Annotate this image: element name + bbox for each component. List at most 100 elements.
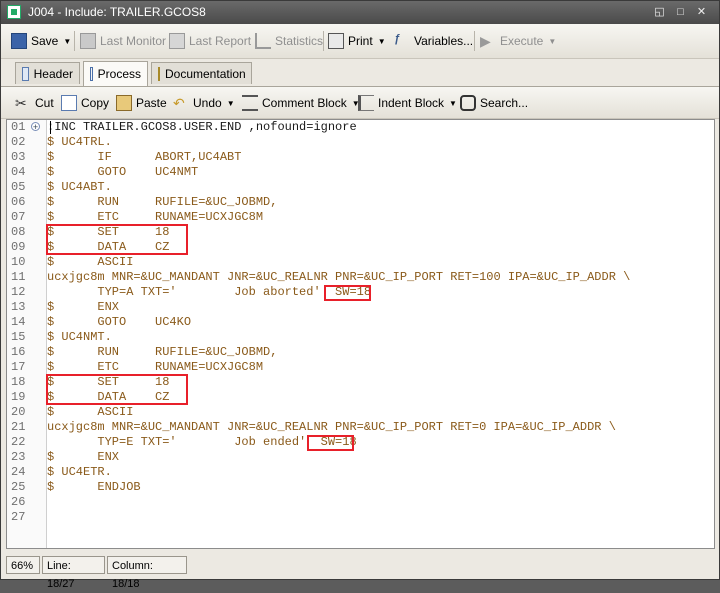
line-number: 26 [11, 495, 26, 509]
code-line[interactable]: $ UC4TRL. [47, 135, 112, 149]
save-button[interactable]: Save ▼ [11, 32, 71, 50]
undo-button[interactable]: ↶ Undo ▼ [173, 95, 235, 111]
highlight-box [46, 224, 188, 255]
play-icon: ▶ [480, 33, 491, 49]
copy-icon [61, 95, 77, 111]
statistics-button[interactable]: Statistics [255, 32, 323, 50]
indent-icon [358, 95, 374, 111]
maximize-icon[interactable]: □ [677, 6, 684, 18]
line-number: 05 [11, 180, 26, 194]
line-number: 24 [11, 465, 26, 479]
code-line[interactable]: $ ASCII [47, 405, 134, 419]
toolbar-divider [474, 31, 475, 51]
line-number: 17 [11, 360, 26, 374]
line-number: 03 [11, 150, 26, 164]
code-line[interactable]: $ ETC RUNAME=UCXJGC8M [47, 210, 264, 224]
printer-icon [328, 33, 344, 49]
code-line[interactable] [47, 495, 630, 510]
line-number: 22 [11, 435, 26, 449]
code-line[interactable]: $ UC4ABT. [47, 180, 112, 194]
toolbar-divider [323, 31, 324, 51]
indent-block-button[interactable]: Indent Block ▼ [358, 94, 457, 112]
comment-block-button[interactable]: Comment Block ▼ [242, 94, 360, 112]
bar-chart-icon [255, 33, 271, 49]
chevron-down-icon[interactable]: ▼ [449, 98, 457, 108]
code-line[interactable]: $ GOTO UC4NMT [47, 165, 199, 179]
highlight-box [324, 285, 371, 301]
code-line[interactable]: $ IF ABORT,UC4ABT [47, 150, 242, 164]
execute-button[interactable]: ▶ Execute ▼ [480, 33, 557, 49]
search-button[interactable]: Search... [460, 94, 528, 112]
code-line[interactable]: $ ETC RUNAME=UCXJGC8M [47, 360, 264, 374]
code-line[interactable]: $ DATA CZ [47, 240, 170, 254]
paste-button[interactable]: Paste [116, 94, 167, 112]
line-number: 06 [11, 195, 26, 209]
process-icon [90, 67, 93, 81]
title-bar: J004 - Include: TRAILER.GCOS8 ◱ □ ✕ [1, 1, 719, 24]
code-line[interactable]: $ UC4NMT. [47, 330, 112, 344]
code-line[interactable]: ucxjgc8m MNR=&UC_MANDANT JNR=&UC_REALNR … [47, 420, 616, 434]
highlight-box [46, 374, 188, 405]
code-line[interactable]: $ SET 18 [47, 225, 170, 239]
line-number: 25 [11, 480, 26, 494]
code-line[interactable]: TYP=A TXT=' Job aborted' SW=18 [47, 285, 372, 299]
chevron-down-icon[interactable]: ▼ [63, 36, 72, 46]
chevron-down-icon[interactable]: ▼ [226, 98, 235, 108]
chevron-down-icon[interactable]: ▼ [377, 36, 386, 46]
comment-block-icon [242, 95, 258, 111]
code-line[interactable]: $ RUN RUFILE=&UC_JOBMD, [47, 345, 278, 359]
line-number: 27 [11, 510, 26, 524]
line-number: 16 [11, 345, 26, 359]
variables-button[interactable]: ƒ Variables... [394, 33, 474, 48]
code-line[interactable]: $ RUN RUFILE=&UC_JOBMD, [47, 195, 278, 209]
line-number: 01 [11, 120, 26, 134]
chevron-down-icon[interactable]: ▼ [548, 36, 557, 46]
line-number: 23 [11, 450, 26, 464]
column-position: Column: 18/18 [107, 556, 187, 590]
code-line[interactable]: TYP=E TXT=' Job ended' SW=18 [47, 435, 357, 449]
text-cursor [50, 121, 51, 134]
window-title: J004 - Include: TRAILER.GCOS8 [28, 5, 206, 19]
tab-process[interactable]: Process [83, 61, 148, 86]
code-line[interactable]: $ DATA CZ [47, 390, 170, 404]
last-monitor-button[interactable]: Last Monitor [80, 32, 166, 50]
status-bar: 66% Line: 18/27 Column: 18/18 [1, 552, 719, 590]
variables-icon: ƒ [394, 33, 401, 45]
copy-button[interactable]: Copy [61, 94, 109, 112]
chevron-down-icon[interactable]: ▼ [351, 98, 360, 108]
line-number: 09 [11, 240, 26, 254]
cut-button[interactable]: ✂ Cut [15, 95, 54, 111]
tab-header[interactable]: Header [15, 62, 80, 84]
zoom-level[interactable]: 66% [6, 556, 40, 574]
code-line[interactable]: :INC TRAILER.GCOS8.USER.END ,nofound=ign… [47, 120, 357, 134]
code-line[interactable]: $ ENX [47, 450, 120, 464]
last-report-button[interactable]: Last Report [169, 32, 251, 50]
code-line[interactable]: $ UC4ETR. [47, 465, 112, 479]
highlight-box [307, 435, 354, 451]
line-number: 11 [11, 270, 26, 284]
tab-documentation[interactable]: Documentation [151, 62, 252, 84]
scissors-icon: ✂ [15, 95, 27, 111]
line-number: 19 [11, 390, 26, 404]
code-line[interactable]: $ GOTO UC4KO [47, 315, 192, 329]
job-icon [7, 5, 21, 19]
code-line[interactable]: $ SET 18 [47, 375, 170, 389]
restore-icon[interactable]: ◱ [654, 6, 665, 18]
line-number: 20 [11, 405, 26, 419]
code-line[interactable]: $ ENDJOB [47, 480, 141, 494]
line-number: 12 [11, 285, 26, 299]
report-icon [169, 33, 185, 49]
code-line[interactable]: ucxjgc8m MNR=&UC_MANDANT JNR=&UC_REALNR … [47, 270, 631, 284]
binoculars-icon [460, 95, 476, 111]
line-number: 07 [11, 210, 26, 224]
code-line[interactable]: $ ASCII [47, 255, 134, 269]
code-line[interactable] [47, 510, 630, 525]
close-icon[interactable]: ✕ [696, 6, 707, 18]
code-line[interactable]: $ ENX [47, 300, 120, 314]
print-button[interactable]: Print ▼ [328, 32, 386, 50]
fold-toggle-icon[interactable]: + [31, 122, 40, 132]
code-text[interactable]: :INC TRAILER.GCOS8.USER.END ,nofound=ign… [47, 120, 630, 525]
edit-toolbar: ✂ Cut Copy Paste ↶ Undo ▼ Comment Block … [1, 87, 719, 119]
